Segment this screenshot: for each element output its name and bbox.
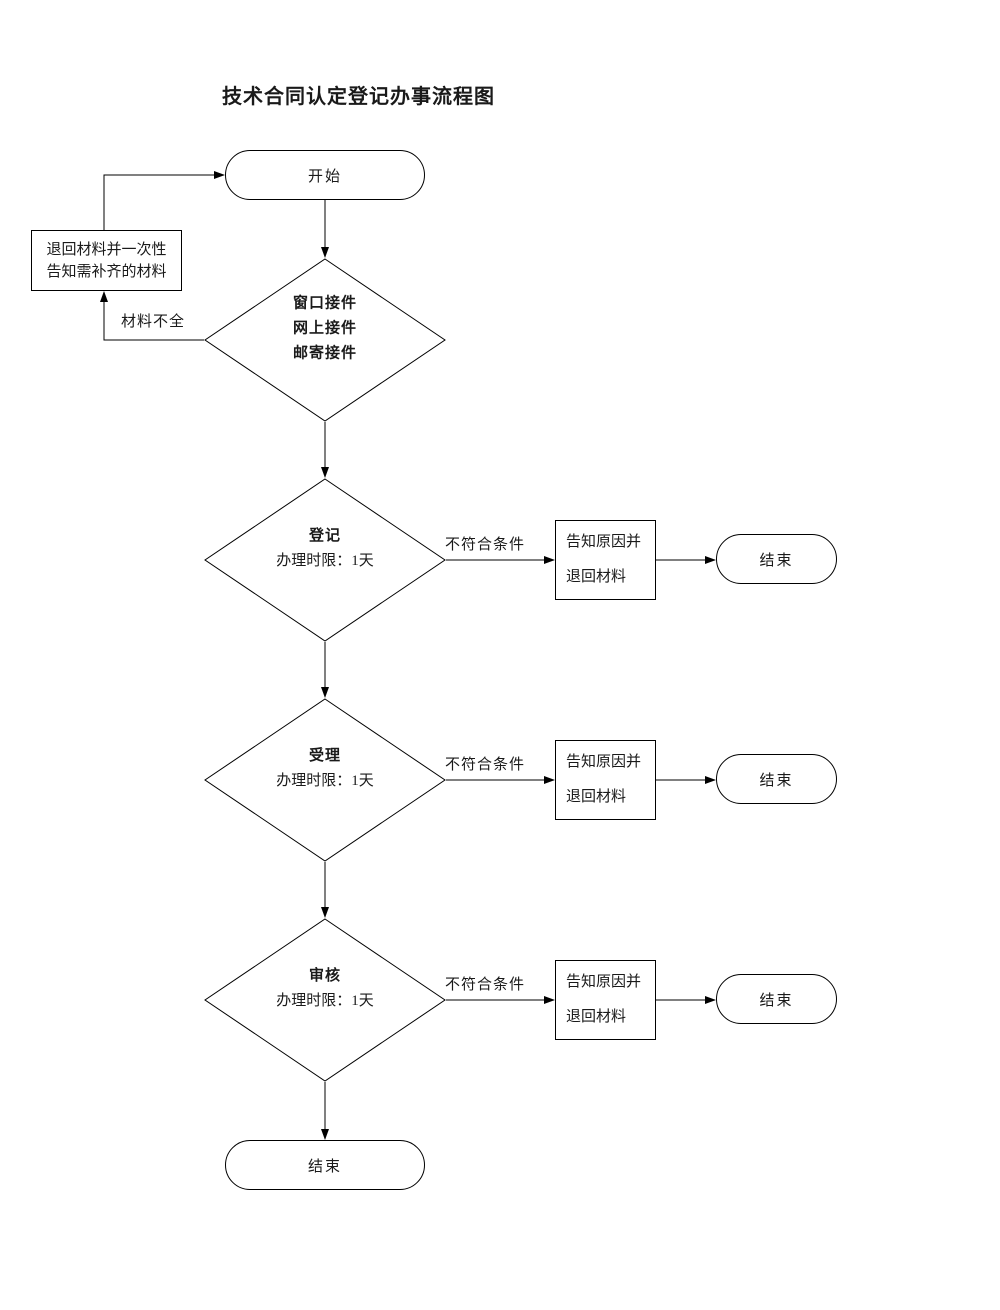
intake-line2: 网上接件 xyxy=(292,320,358,337)
edge-label-not-qualified-1: 不符合条件 xyxy=(445,537,526,553)
node-end1-label: 结束 xyxy=(759,552,794,569)
node-end-final-label: 结束 xyxy=(307,1158,342,1175)
node-intake-diamond: 窗口接件 网上接件 邮寄接件 xyxy=(204,258,446,422)
review-time-limit: 办理时限：1天 xyxy=(276,992,374,1009)
return-materials-line1: 退回材料并一次性 xyxy=(46,241,167,258)
notify3-line1: 告知原因并 xyxy=(566,974,642,990)
accept-name: 受理 xyxy=(308,747,342,764)
node-end-1: 结束 xyxy=(716,534,837,584)
diamond-shape xyxy=(204,258,446,422)
review-name: 审核 xyxy=(308,967,342,984)
node-end2-label: 结束 xyxy=(759,772,794,789)
intake-line1: 窗口接件 xyxy=(292,295,358,312)
accept-time-limit: 办理时限：1天 xyxy=(276,772,374,789)
node-end3-label: 结束 xyxy=(759,992,794,1009)
return-materials-line2: 告知需补齐的材料 xyxy=(46,263,167,280)
diamond-shape xyxy=(204,698,446,862)
node-end-final: 结束 xyxy=(225,1140,425,1190)
notify3-line2: 退回材料 xyxy=(566,1009,627,1025)
node-accept-diamond: 受理 办理时限：1天 xyxy=(204,698,446,862)
node-end-3: 结束 xyxy=(716,974,837,1024)
page-title: 技术合同认定登记办事流程图 xyxy=(222,86,495,108)
register-name: 登记 xyxy=(308,527,342,544)
edge-label-materials-incomplete: 材料不全 xyxy=(121,314,186,330)
notify1-line1: 告知原因并 xyxy=(566,534,642,550)
node-return-materials: 退回材料并一次性 告知需补齐的材料 xyxy=(31,230,182,291)
node-start-label: 开始 xyxy=(307,168,342,185)
notify2-line1: 告知原因并 xyxy=(566,754,642,770)
notify2-line2: 退回材料 xyxy=(566,789,627,805)
register-time-limit: 办理时限：1天 xyxy=(276,552,374,569)
intake-line3: 邮寄接件 xyxy=(292,345,358,362)
node-notify-return-3: 告知原因并 退回材料 xyxy=(555,960,656,1040)
node-notify-return-1: 告知原因并 退回材料 xyxy=(555,520,656,600)
edge-label-not-qualified-2: 不符合条件 xyxy=(445,757,526,773)
node-review-diamond: 审核 办理时限：1天 xyxy=(204,918,446,1082)
edge-label-not-qualified-3: 不符合条件 xyxy=(445,977,526,993)
edge-returnbox-to-start xyxy=(103,171,225,230)
node-start: 开始 xyxy=(225,150,425,200)
diamond-shape xyxy=(204,918,446,1082)
notify1-line2: 退回材料 xyxy=(566,569,627,585)
node-end-2: 结束 xyxy=(716,754,837,804)
node-register-diamond: 登记 办理时限：1天 xyxy=(204,478,446,642)
diamond-shape xyxy=(204,478,446,642)
node-notify-return-2: 告知原因并 退回材料 xyxy=(555,740,656,820)
